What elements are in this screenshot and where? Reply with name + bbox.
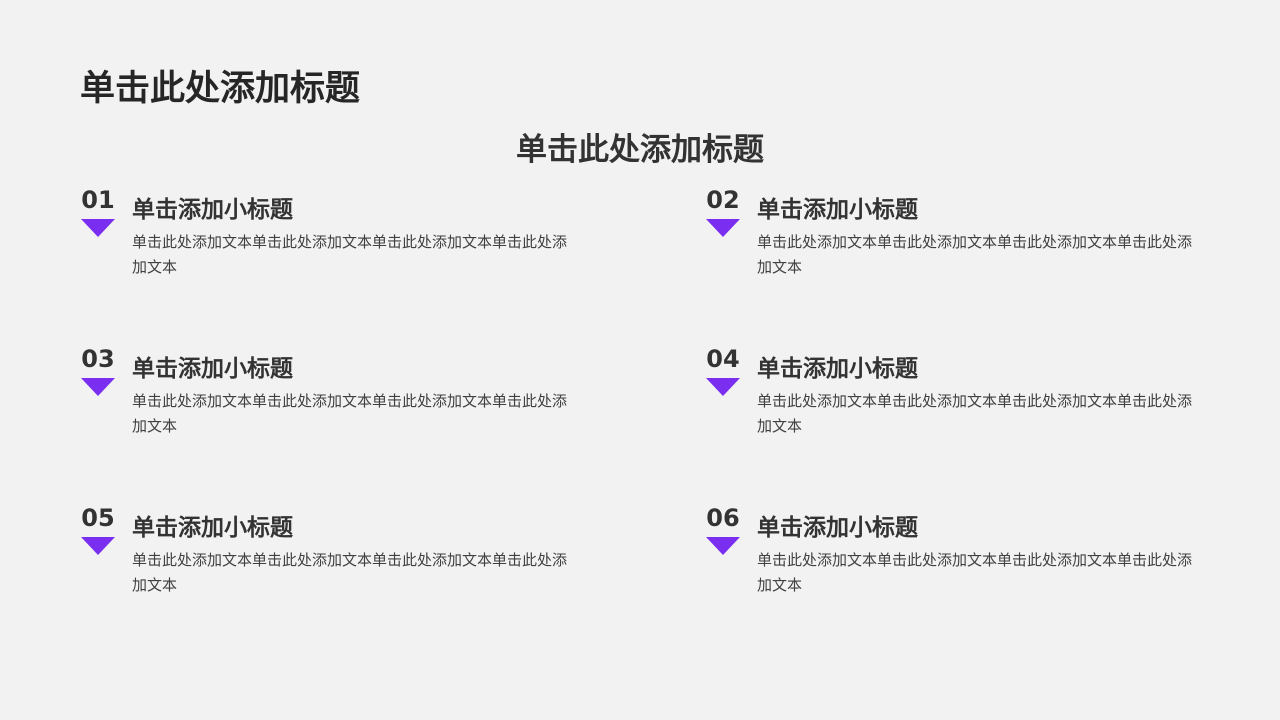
item-body[interactable]: 单击此处添加文本单击此处添加文本单击此处添加文本单击此处添加文本 [757, 551, 1193, 594]
item-body[interactable]: 单击此处添加文本单击此处添加文本单击此处添加文本单击此处添加文本 [757, 392, 1193, 435]
item-number: 01 [81, 186, 115, 214]
triangle-down-icon [706, 378, 740, 396]
list-item: 01 单击添加小标题 单击此处添加文本单击此处添加文本单击此处添加文本单击此处添… [80, 186, 580, 306]
item-heading[interactable]: 单击添加小标题 [132, 197, 293, 223]
slide-subtitle[interactable]: 单击此处添加标题 [516, 132, 764, 168]
item-heading[interactable]: 单击添加小标题 [132, 515, 293, 541]
item-body[interactable]: 单击此处添加文本单击此处添加文本单击此处添加文本单击此处添加文本 [132, 392, 568, 435]
triangle-down-icon [81, 378, 115, 396]
triangle-down-icon [706, 219, 740, 237]
item-heading[interactable]: 单击添加小标题 [132, 356, 293, 382]
triangle-down-icon [706, 537, 740, 555]
item-heading[interactable]: 单击添加小标题 [757, 197, 918, 223]
list-item: 04 单击添加小标题 单击此处添加文本单击此处添加文本单击此处添加文本单击此处添… [705, 345, 1205, 465]
slide-title[interactable]: 单击此处添加标题 [80, 69, 361, 109]
item-number: 05 [81, 504, 115, 532]
item-number: 03 [81, 345, 115, 373]
item-number: 06 [706, 504, 740, 532]
list-item: 06 单击添加小标题 单击此处添加文本单击此处添加文本单击此处添加文本单击此处添… [705, 504, 1205, 624]
item-body[interactable]: 单击此处添加文本单击此处添加文本单击此处添加文本单击此处添加文本 [132, 551, 568, 594]
item-body[interactable]: 单击此处添加文本单击此处添加文本单击此处添加文本单击此处添加文本 [132, 233, 568, 276]
triangle-down-icon [81, 219, 115, 237]
item-number: 02 [706, 186, 740, 214]
item-number: 04 [706, 345, 740, 373]
list-item: 05 单击添加小标题 单击此处添加文本单击此处添加文本单击此处添加文本单击此处添… [80, 504, 580, 624]
item-body[interactable]: 单击此处添加文本单击此处添加文本单击此处添加文本单击此处添加文本 [757, 233, 1193, 276]
item-heading[interactable]: 单击添加小标题 [757, 356, 918, 382]
list-item: 02 单击添加小标题 单击此处添加文本单击此处添加文本单击此处添加文本单击此处添… [705, 186, 1205, 306]
triangle-down-icon [81, 537, 115, 555]
list-item: 03 单击添加小标题 单击此处添加文本单击此处添加文本单击此处添加文本单击此处添… [80, 345, 580, 465]
item-heading[interactable]: 单击添加小标题 [757, 515, 918, 541]
